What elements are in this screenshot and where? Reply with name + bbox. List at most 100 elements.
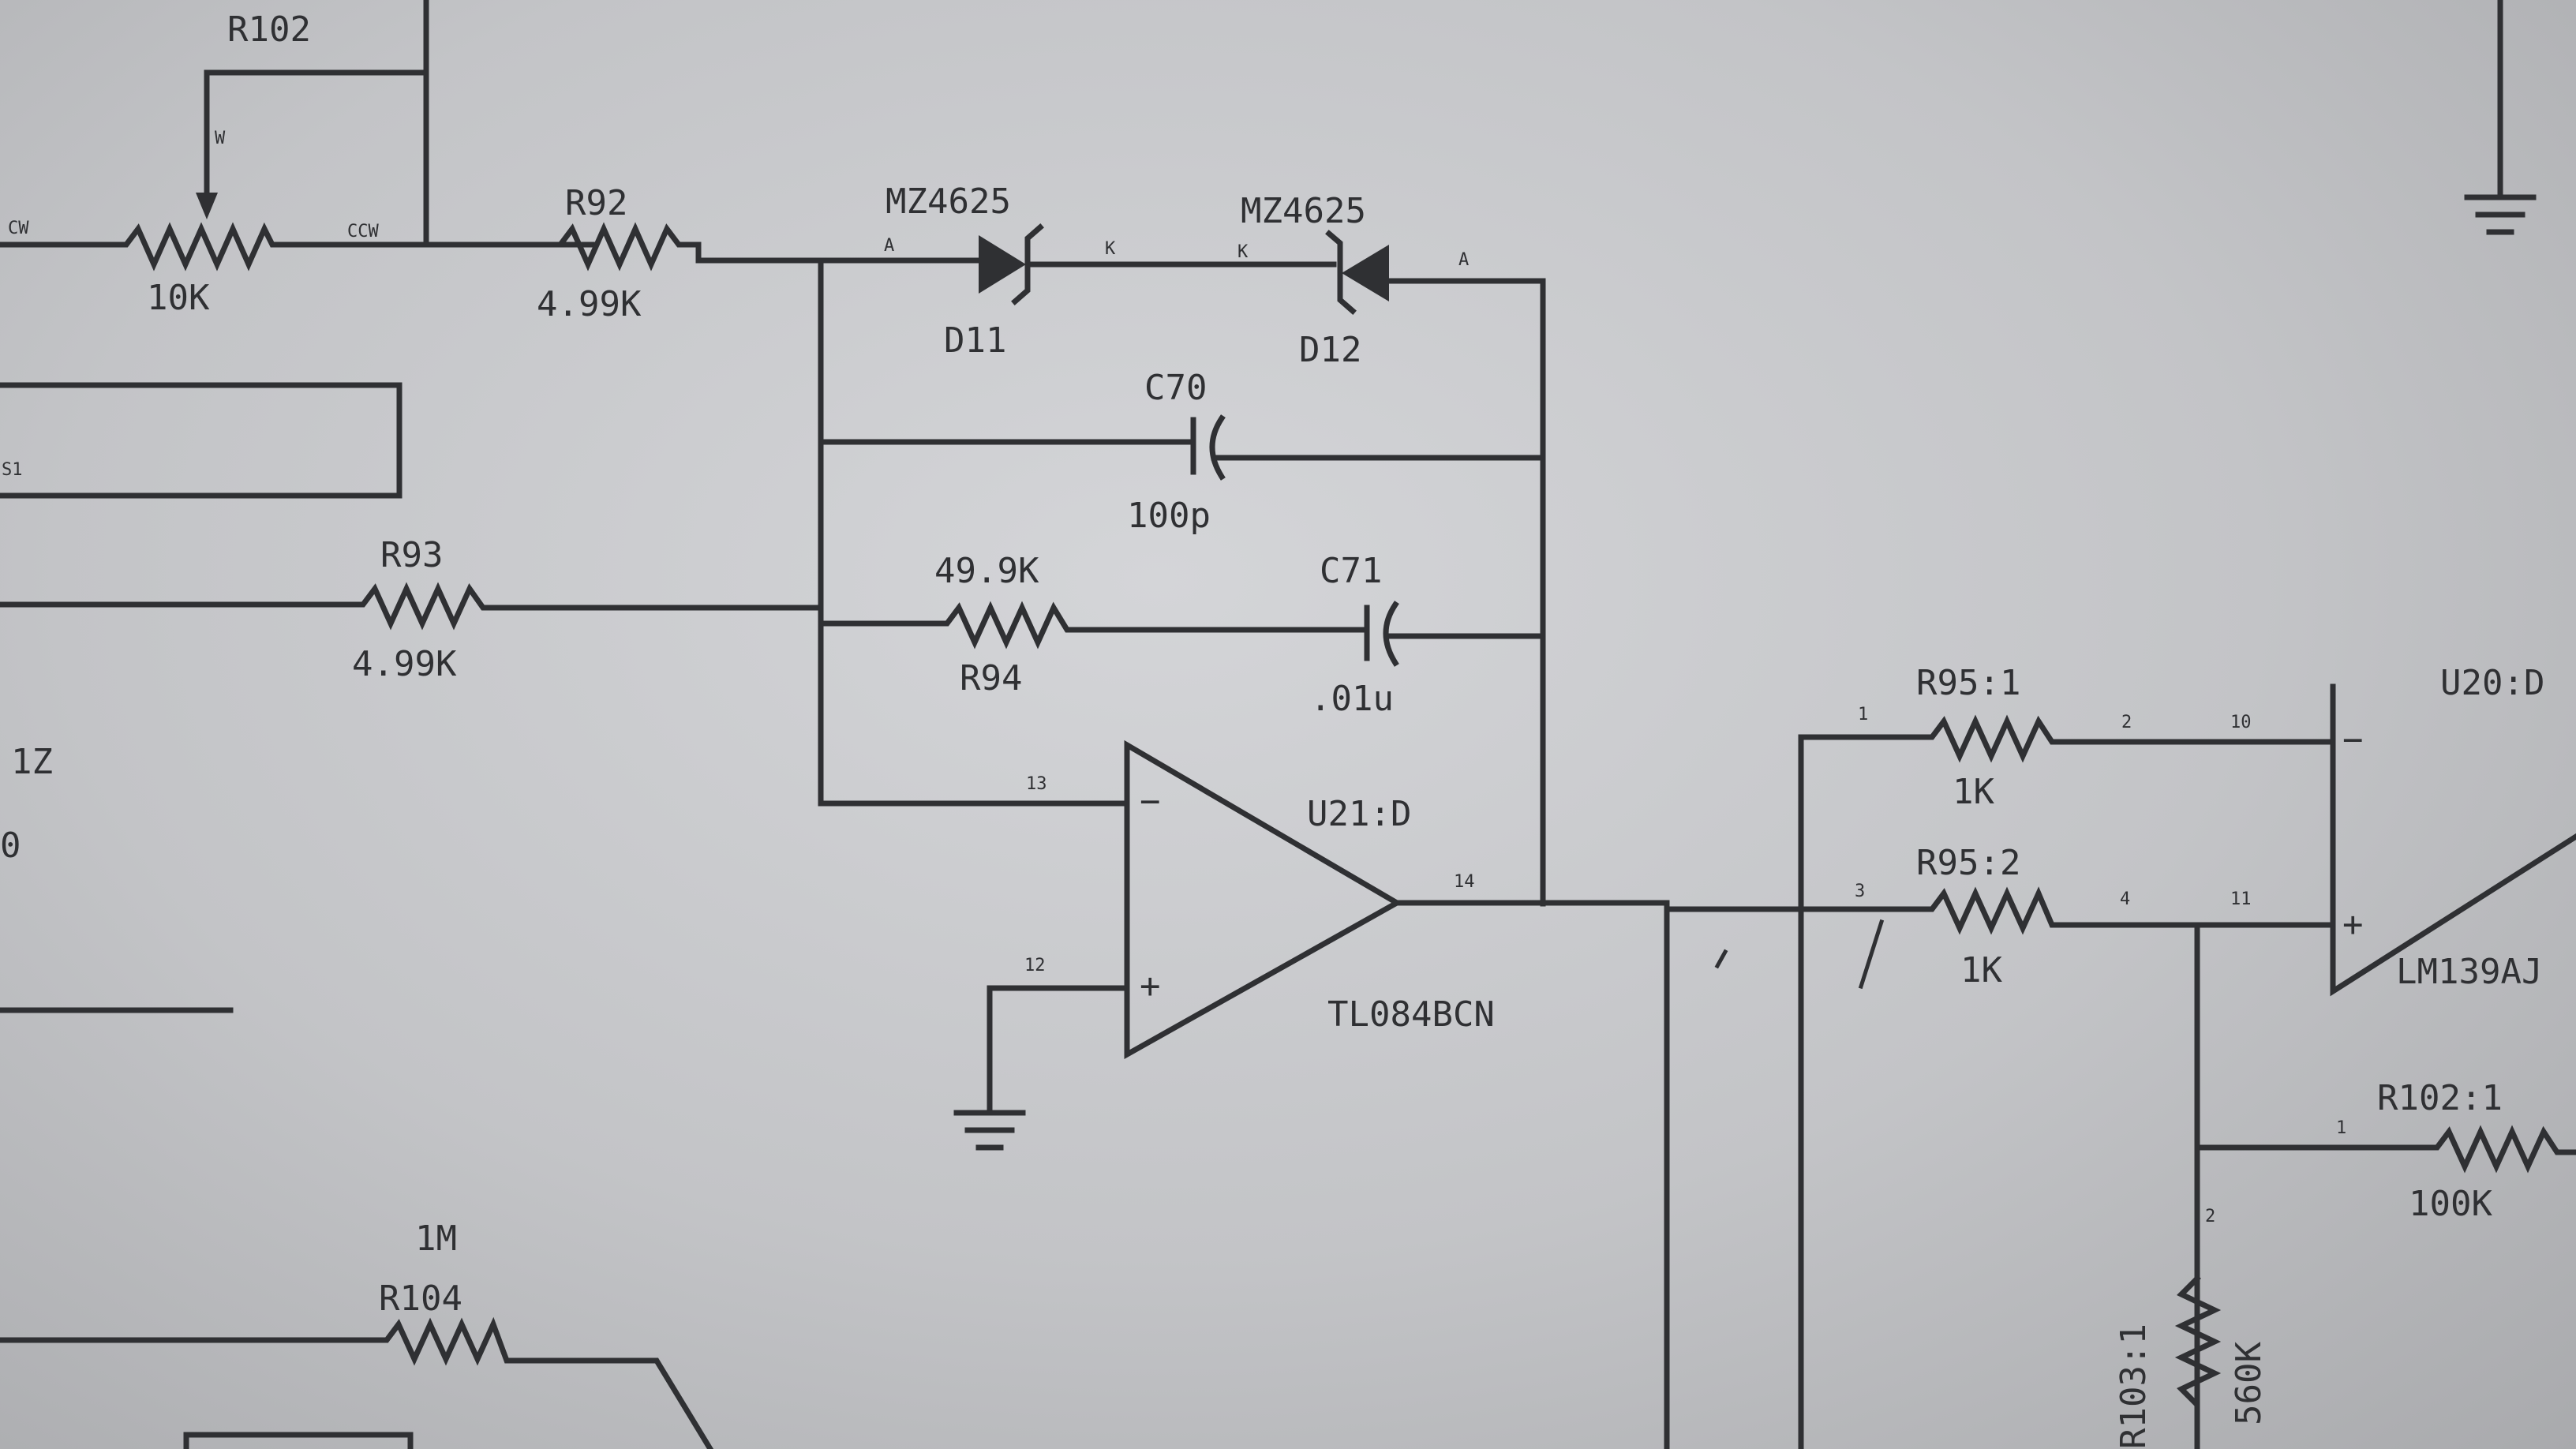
wire-r102-wiper: [204, 69, 429, 200]
capacitor-c70: C70 100p: [818, 368, 1546, 536]
u21-noninv-lead: [987, 985, 1130, 1116]
r95-2-ref: R95:2: [1916, 843, 2020, 883]
pot-body: [0, 222, 595, 271]
u21-part: TL084BCN: [1327, 994, 1495, 1035]
r104-body: [0, 1316, 714, 1449]
c70-value: 100p: [1127, 496, 1211, 536]
r95-1-ref: R95:1: [1916, 663, 2020, 703]
ground-bars: [953, 1110, 1026, 1151]
resistor-r93: R93 4.99K: [0, 535, 824, 684]
c71-ref: C71: [1320, 551, 1382, 591]
r102-1-pin1: 1: [2336, 1118, 2346, 1138]
u20-pin-inv: 10: [2230, 713, 2252, 732]
r102-wiper-label: W: [215, 129, 226, 148]
r95-2-pin2: 4: [2120, 889, 2130, 909]
resistor-r103-1: R103:1 560K 2: [2114, 1207, 2269, 1449]
ground-symbol-top: [2464, 0, 2537, 235]
u20-ref: U20:D: [2440, 663, 2544, 703]
u20-triangle: [2330, 683, 2576, 997]
d11-ref: D11: [944, 320, 1006, 361]
pen-mark: [1858, 919, 1885, 990]
r102-value: 10K: [147, 278, 210, 318]
resistor-r104: 1M R104: [0, 1219, 714, 1449]
edge-label-b: 0: [0, 826, 21, 866]
r93-ref: R93: [380, 535, 443, 575]
u21-pin-out: 14: [1454, 872, 1475, 892]
edge-label-a: 1Z: [11, 742, 53, 782]
capacitor-c71: C71 .01u: [1310, 551, 1546, 719]
r102-1-value: 100K: [2409, 1184, 2492, 1224]
u21-plus: +: [1140, 966, 1161, 1006]
r102-1-ref: R102:1: [2377, 1078, 2503, 1118]
u21-triangle: [1124, 739, 1403, 1059]
c70-ref: C70: [1144, 368, 1207, 408]
wiper-arrow: [196, 193, 218, 219]
r95-2-body: [1664, 886, 2336, 935]
u21-pin-noninv: 12: [1024, 956, 1046, 975]
d12-pin-a: A: [1458, 250, 1469, 270]
d11-triangle: [979, 235, 1026, 294]
r92-ref: R92: [565, 183, 627, 223]
u21-pin-inv: 13: [1026, 774, 1047, 794]
resistor-r95-2: R95:2 1K 3 4: [1664, 843, 2336, 990]
r95-1-pin2: 2: [2121, 713, 2132, 732]
r92-value: 4.99K: [537, 284, 642, 324]
resistor-r95-1: R95:1 1K 1 2: [1798, 663, 2336, 1449]
r103-1-ref: R103:1: [2114, 1324, 2154, 1449]
r103-1-value: 560K: [2229, 1342, 2269, 1425]
potentiometer-r102: R102 W CW CCW 10K: [0, 0, 595, 318]
zener-pair: MZ4625 D11 A K MZ4625 D12 K A: [818, 182, 1546, 370]
r92-body: [541, 222, 824, 271]
d12-part: MZ4625: [1241, 191, 1366, 231]
d12-bar: [1325, 230, 1357, 315]
u20-leads: [2317, 739, 2336, 928]
r94-ref: R94: [960, 658, 1022, 698]
d11-part: MZ4625: [886, 182, 1011, 222]
ground-symbol-u21: [953, 1110, 1026, 1151]
r104-ref: R104: [379, 1279, 462, 1319]
opamp-u21: − + 13 12 14 U21:D TL084BCN: [987, 739, 1670, 1449]
r94-value: 49.9K: [934, 551, 1039, 591]
d12-triangle: [1342, 245, 1389, 301]
r95-2-value: 1K: [1960, 950, 2002, 990]
r103-1-body: [2174, 1275, 2222, 1449]
c70-plate-curved: [1209, 414, 1226, 481]
u20-part: LM139AJ: [2396, 952, 2542, 992]
d11-pin-a: A: [884, 236, 894, 256]
r94-body: [818, 601, 1368, 650]
c71-value: .01u: [1310, 679, 1394, 719]
r104-lower-wire: [183, 1432, 414, 1449]
u20-pin-noninv: 11: [2230, 889, 2252, 909]
r93-body: [0, 582, 824, 631]
ground-top-bars: [2464, 194, 2537, 235]
u20-plus: +: [2342, 904, 2364, 945]
u21-ref: U21:D: [1307, 794, 1411, 834]
resistor-r92: R92 4.99K: [537, 183, 824, 324]
box-label: S1: [2, 460, 23, 480]
u20-minus: −: [2342, 720, 2364, 760]
r93-value: 4.99K: [352, 644, 457, 684]
u21-minus: −: [1140, 781, 1161, 822]
c70-wires: [818, 439, 1546, 461]
r102-1-body: [2194, 1125, 2576, 1174]
left-edge-fragments: S1 1Z 0: [0, 382, 402, 1013]
r95-1-pin1: 1: [1858, 705, 1868, 724]
r102-cw-label: CW: [8, 219, 29, 238]
pen-mark-small: [1714, 949, 1728, 969]
u21-output-wire: [1394, 900, 1670, 1449]
d11-pin-k: K: [1105, 239, 1116, 259]
r102-ccw-label: CCW: [347, 222, 379, 242]
d12-pin-k: K: [1237, 242, 1249, 262]
resistor-r94: 49.9K R94: [818, 551, 1368, 698]
r103-1-pin2: 2: [2205, 1207, 2215, 1226]
r95-1-value: 1K: [1953, 772, 1994, 812]
partial-box: [0, 382, 402, 499]
d12-ref: D12: [1299, 330, 1361, 370]
r104-value: 1M: [415, 1219, 457, 1259]
r95-2-pin1: 3: [1855, 882, 1865, 901]
r95-1-body: [1798, 714, 2336, 1449]
comparator-u20: − + 10 11 U20:D LM139AJ: [2230, 663, 2576, 997]
r102-ref: R102: [227, 9, 311, 50]
